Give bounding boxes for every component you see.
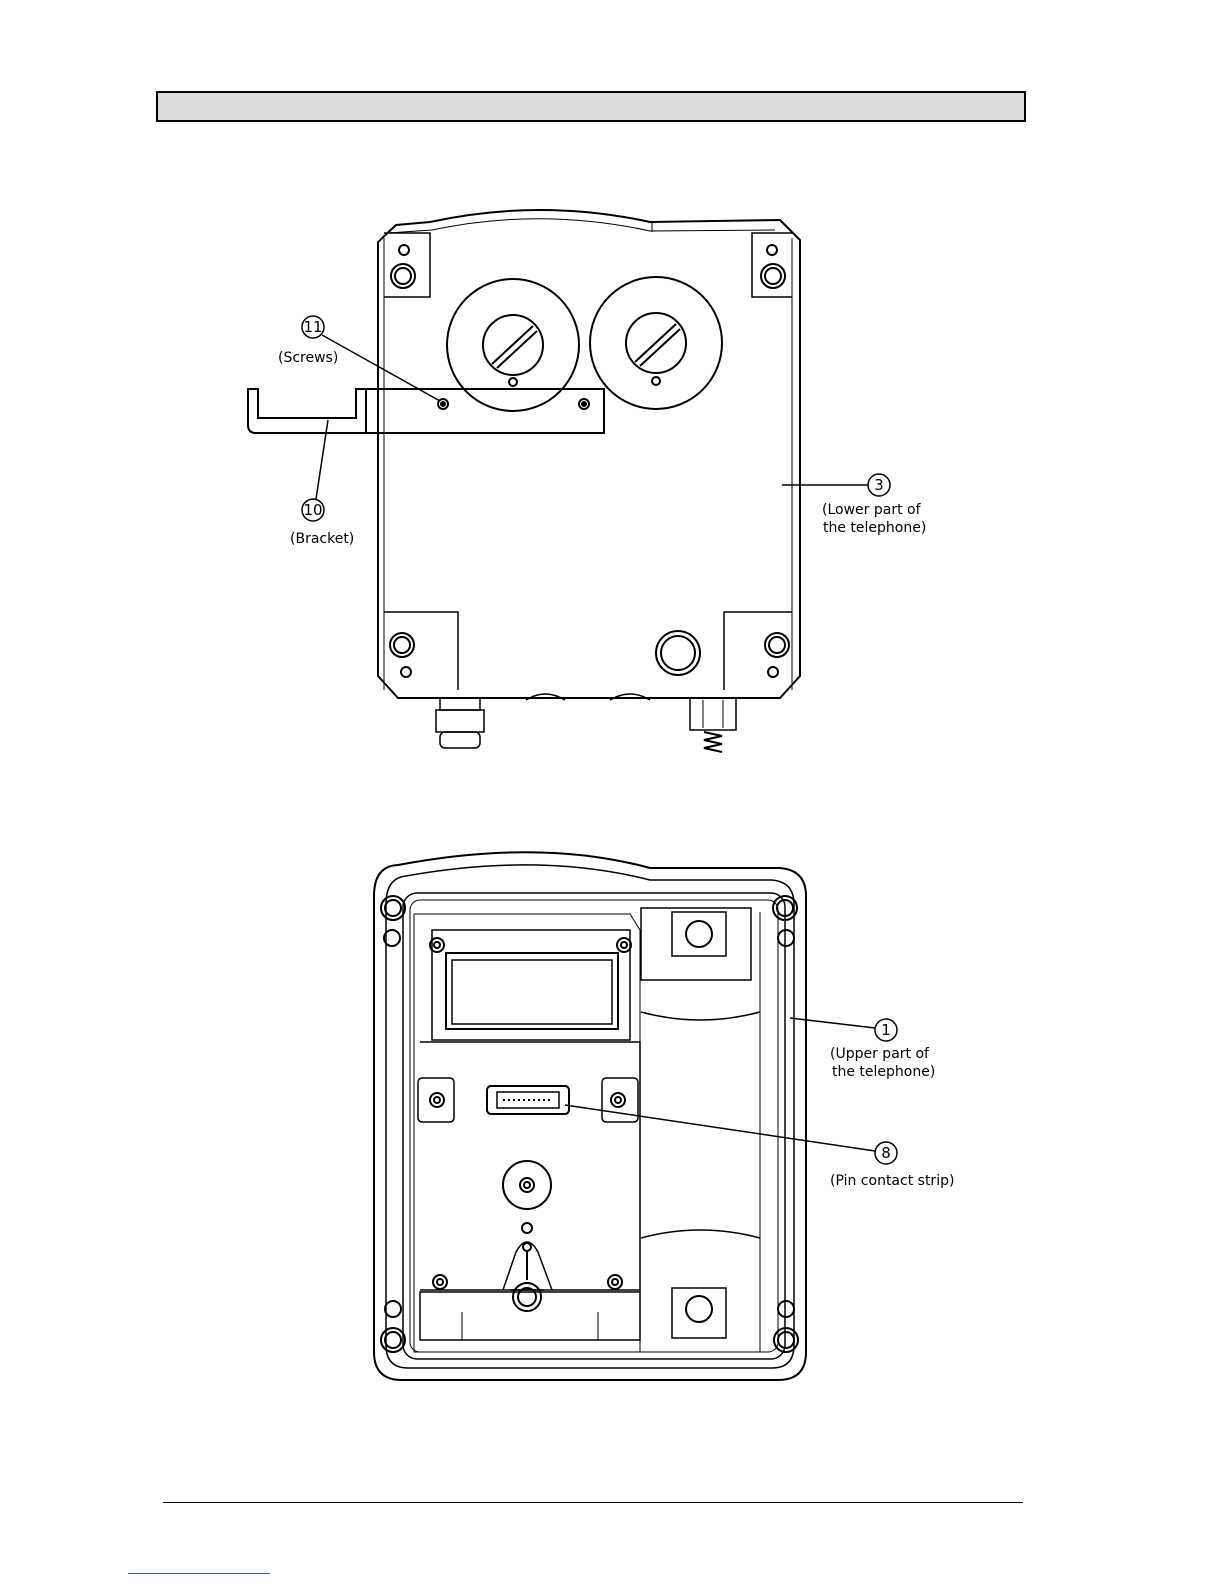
callout-caption-screws: (Screws) xyxy=(278,350,338,366)
callout-number-8: 8 xyxy=(881,1144,891,1162)
callout-caption-upper-part-line1: (Upper part of xyxy=(830,1046,930,1062)
callout-caption-pin-contact-strip: (Pin contact strip) xyxy=(830,1173,954,1189)
callout-caption-lower-part-line1: (Lower part of xyxy=(822,502,922,518)
callout-number-1: 1 xyxy=(881,1021,891,1039)
callout-number-10: 10 xyxy=(303,501,322,519)
callout-number-11: 11 xyxy=(303,318,322,336)
footer-link-underline xyxy=(128,1573,270,1574)
callout-number-3: 3 xyxy=(874,476,884,494)
callout-caption-upper-part-line2: the telephone) xyxy=(832,1064,935,1080)
callout-caption-bracket: (Bracket) xyxy=(290,531,354,547)
callout-caption-lower-part-line2: the telephone) xyxy=(823,520,926,536)
footer-rule xyxy=(163,1502,1023,1503)
